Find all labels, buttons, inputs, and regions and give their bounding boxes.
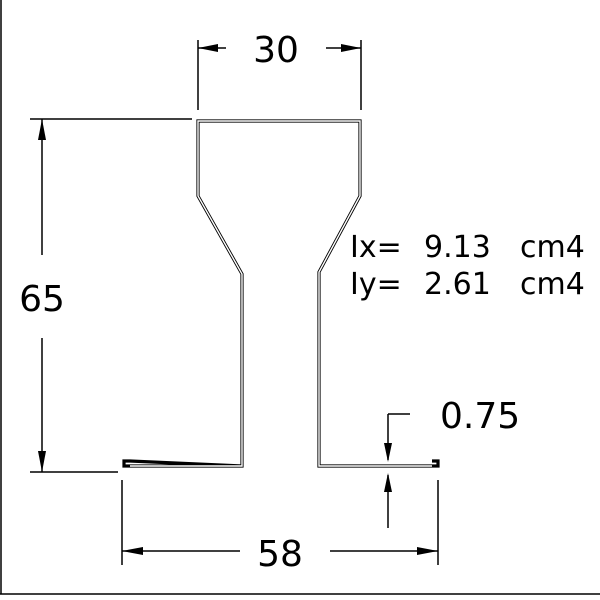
top-width-arrow-left bbox=[198, 44, 218, 52]
top-width-arrow-right bbox=[341, 44, 361, 52]
dimension-base-width: 58 bbox=[121, 480, 439, 575]
height-label: 65 bbox=[19, 279, 65, 320]
base-width-arrow-left bbox=[122, 547, 143, 555]
base-width-arrow-right bbox=[417, 547, 438, 555]
dimension-thickness: 0.75 bbox=[384, 396, 520, 528]
iy-label: Iy= bbox=[350, 267, 402, 302]
ix-value: 9.13 bbox=[424, 230, 491, 265]
top-width-label: 30 bbox=[253, 30, 299, 71]
thickness-arrow-up bbox=[384, 473, 392, 492]
dimension-height: 65 bbox=[19, 118, 192, 473]
thickness-arrow-down bbox=[384, 443, 392, 462]
ix-label: Ix= bbox=[350, 230, 402, 265]
base-width-label: 58 bbox=[257, 534, 303, 575]
iy-value: 2.61 bbox=[424, 267, 491, 302]
dimension-top-width: 30 bbox=[197, 30, 362, 110]
profile-inner-line bbox=[130, 120, 432, 467]
ix-unit: cm4 bbox=[520, 230, 585, 265]
thickness-label: 0.75 bbox=[440, 396, 520, 437]
section-properties: Ix= 9.13 cm4 Iy= 2.61 cm4 bbox=[350, 230, 585, 302]
iy-unit: cm4 bbox=[520, 267, 585, 302]
height-arrow-top bbox=[38, 119, 46, 140]
section-profile bbox=[122, 119, 440, 468]
height-arrow-bottom bbox=[38, 451, 46, 472]
